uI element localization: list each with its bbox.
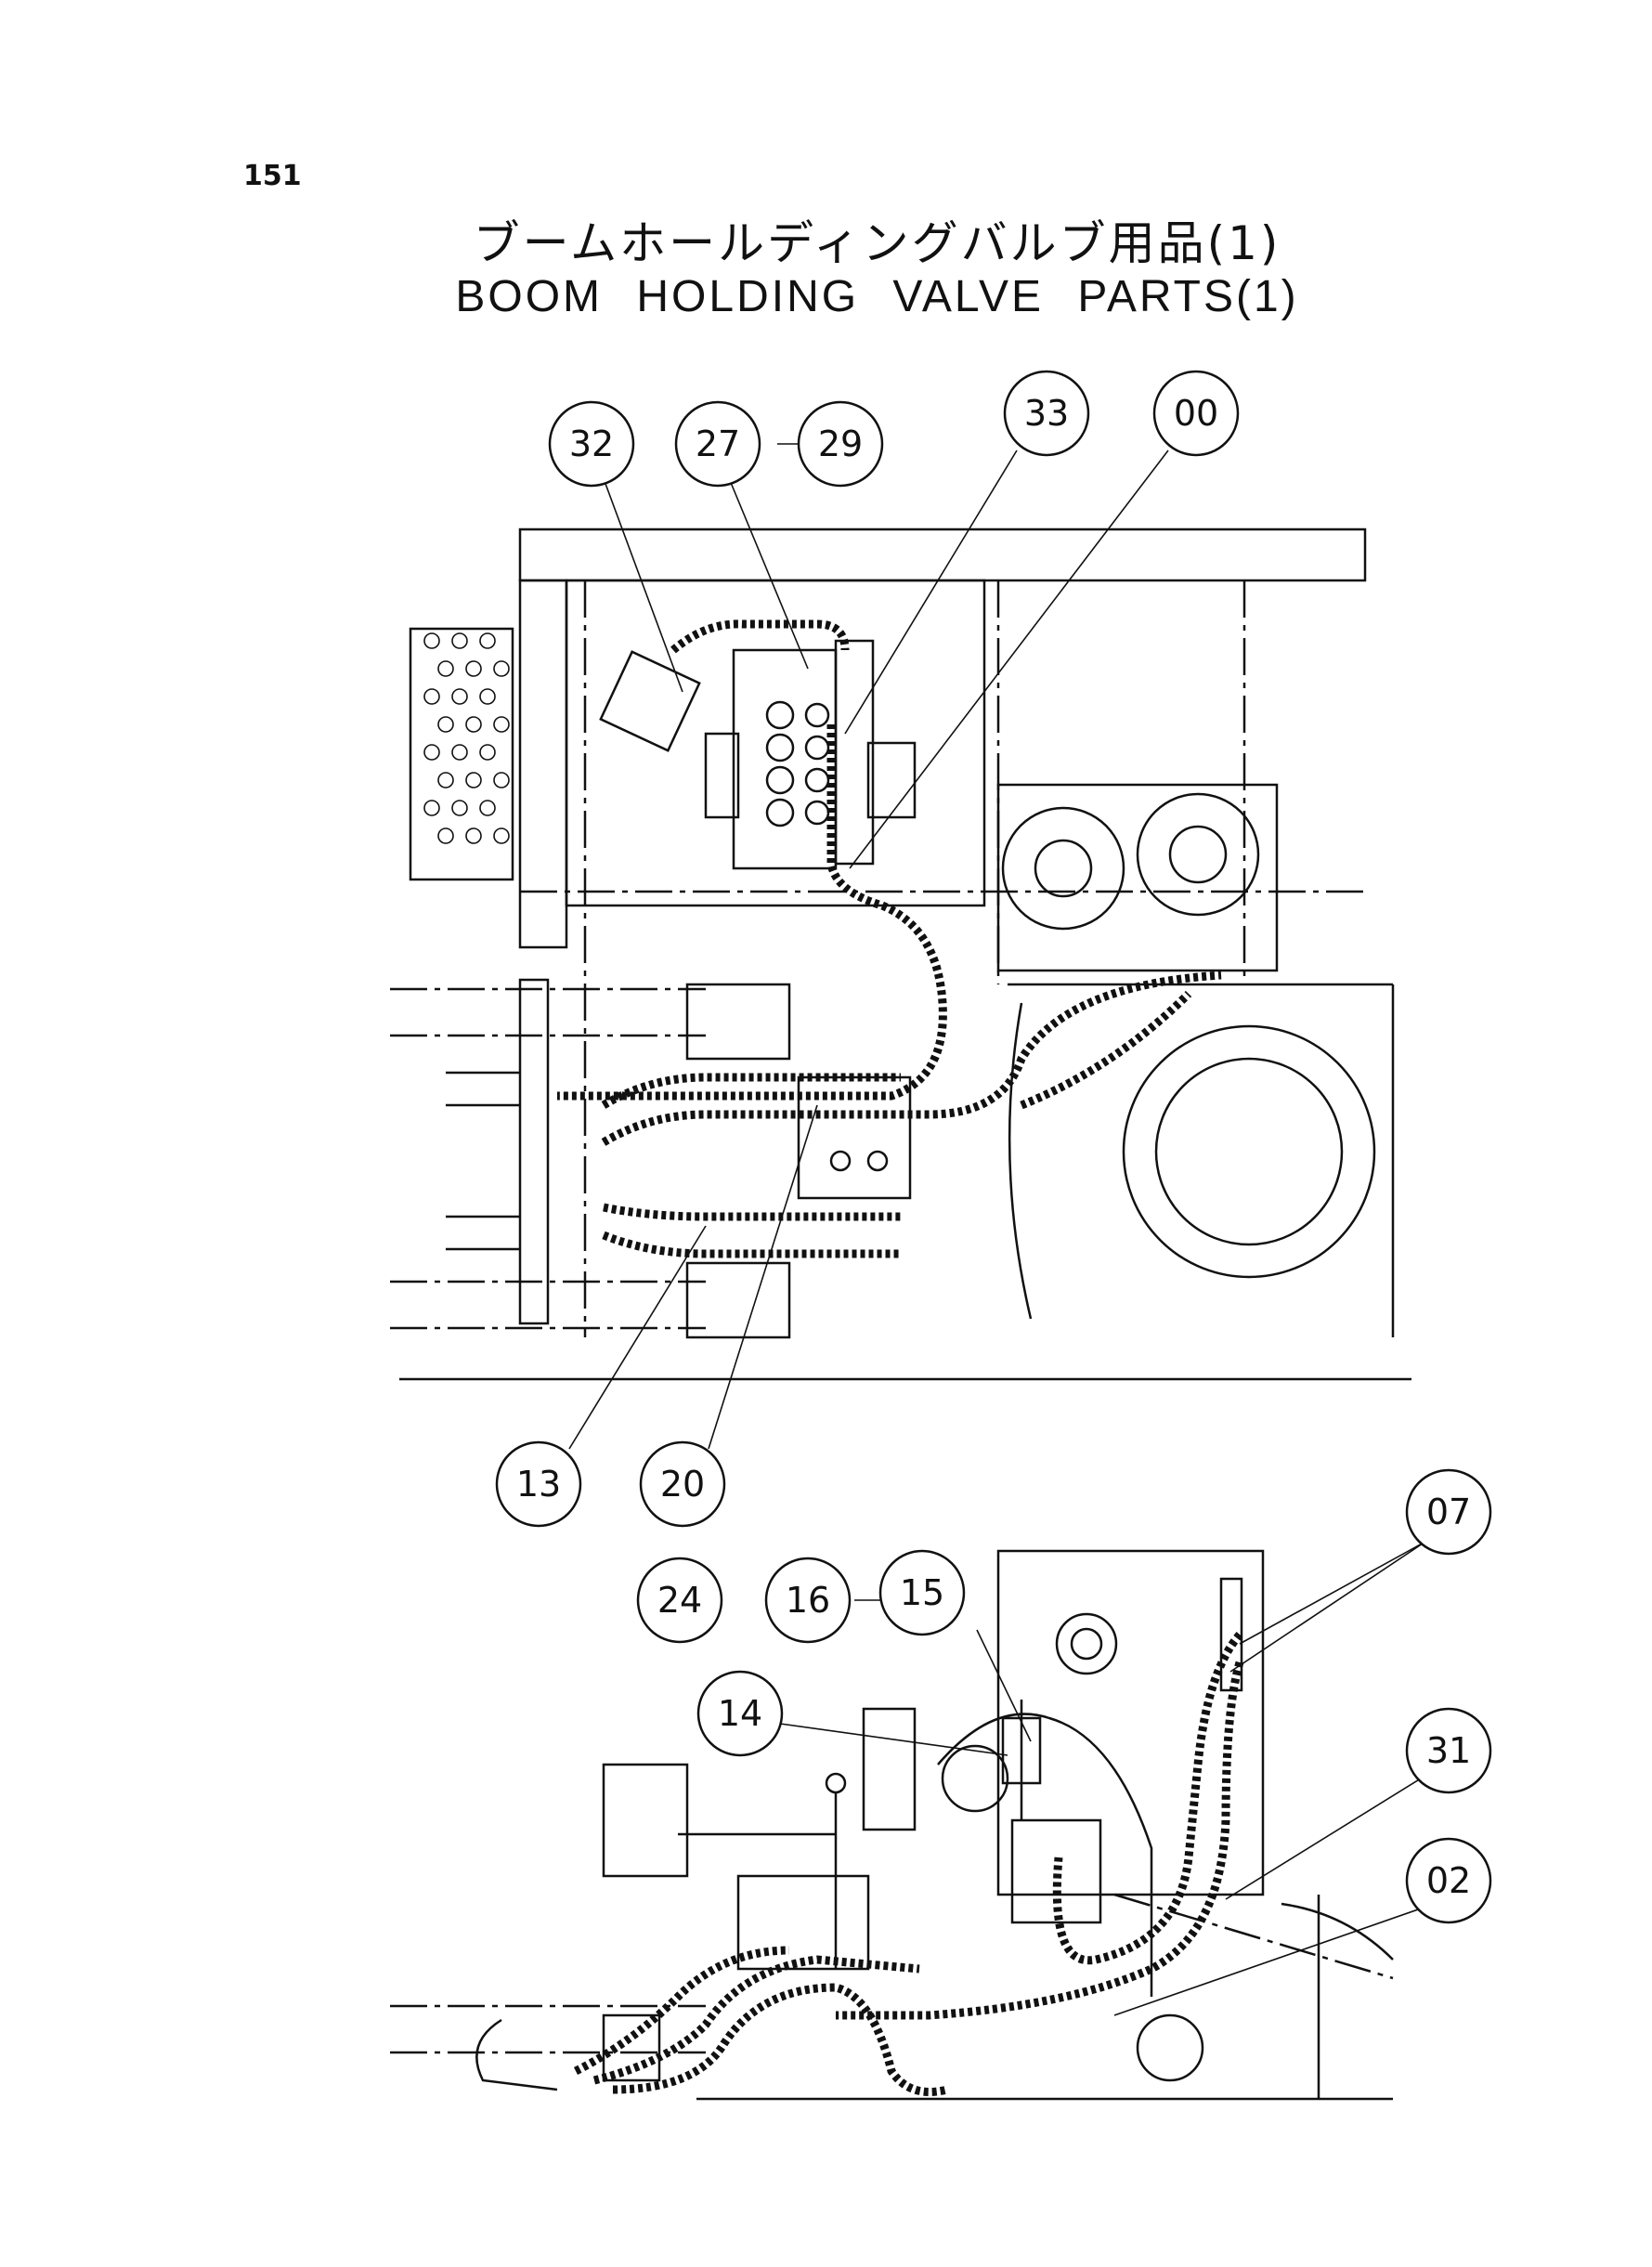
svg-text:15: 15 [900, 1572, 944, 1613]
svg-text:24: 24 [657, 1580, 702, 1621]
svg-text:14: 14 [718, 1693, 762, 1734]
svg-text:33: 33 [1024, 393, 1069, 434]
callout-15: 15 [878, 1549, 966, 1636]
svg-text:27: 27 [696, 423, 740, 464]
lower-view [390, 1549, 1394, 2101]
callout-16: 16 [764, 1557, 852, 1644]
callout-14: 14 [696, 1670, 784, 1757]
callout-07: 07 [1405, 1468, 1492, 1556]
callout-31: 31 [1405, 1707, 1492, 1794]
svg-text:20: 20 [660, 1464, 705, 1505]
svg-text:07: 07 [1426, 1492, 1471, 1532]
page-number: 151 [243, 160, 302, 192]
grille-holes [423, 632, 510, 844]
callout-33: 33 [1003, 370, 1090, 457]
leader-lines [568, 443, 1426, 2016]
upper-view [390, 528, 1411, 1381]
svg-text:29: 29 [818, 423, 863, 464]
page-title-japanese: ブームホールディングバルブ用品(1) [473, 216, 1281, 270]
callout-00: 00 [1152, 370, 1240, 457]
callout-27: 27 [674, 400, 761, 488]
callout-24: 24 [636, 1557, 723, 1644]
svg-text:32: 32 [569, 423, 614, 464]
svg-text:31: 31 [1426, 1730, 1471, 1771]
svg-text:13: 13 [516, 1464, 561, 1505]
callout-20: 20 [639, 1440, 726, 1528]
callout-02: 02 [1405, 1837, 1492, 1924]
svg-text:00: 00 [1174, 393, 1218, 434]
callout-29: 29 [797, 400, 884, 488]
svg-text:16: 16 [786, 1580, 830, 1621]
svg-text:02: 02 [1426, 1860, 1471, 1901]
callout-13: 13 [495, 1440, 582, 1528]
page-title-english: BOOM HOLDING VALVE PARTS(1) [455, 272, 1299, 321]
callout-32: 32 [548, 400, 635, 488]
